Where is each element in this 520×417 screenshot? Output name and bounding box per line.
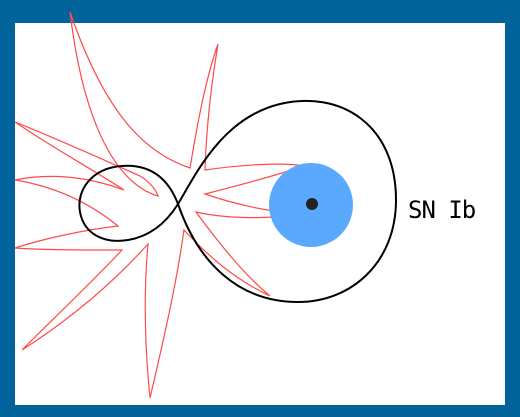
star-burst-icon xyxy=(15,12,305,398)
supernova-type-label: SN Ib xyxy=(408,196,475,224)
compact-core-dot xyxy=(306,198,318,210)
